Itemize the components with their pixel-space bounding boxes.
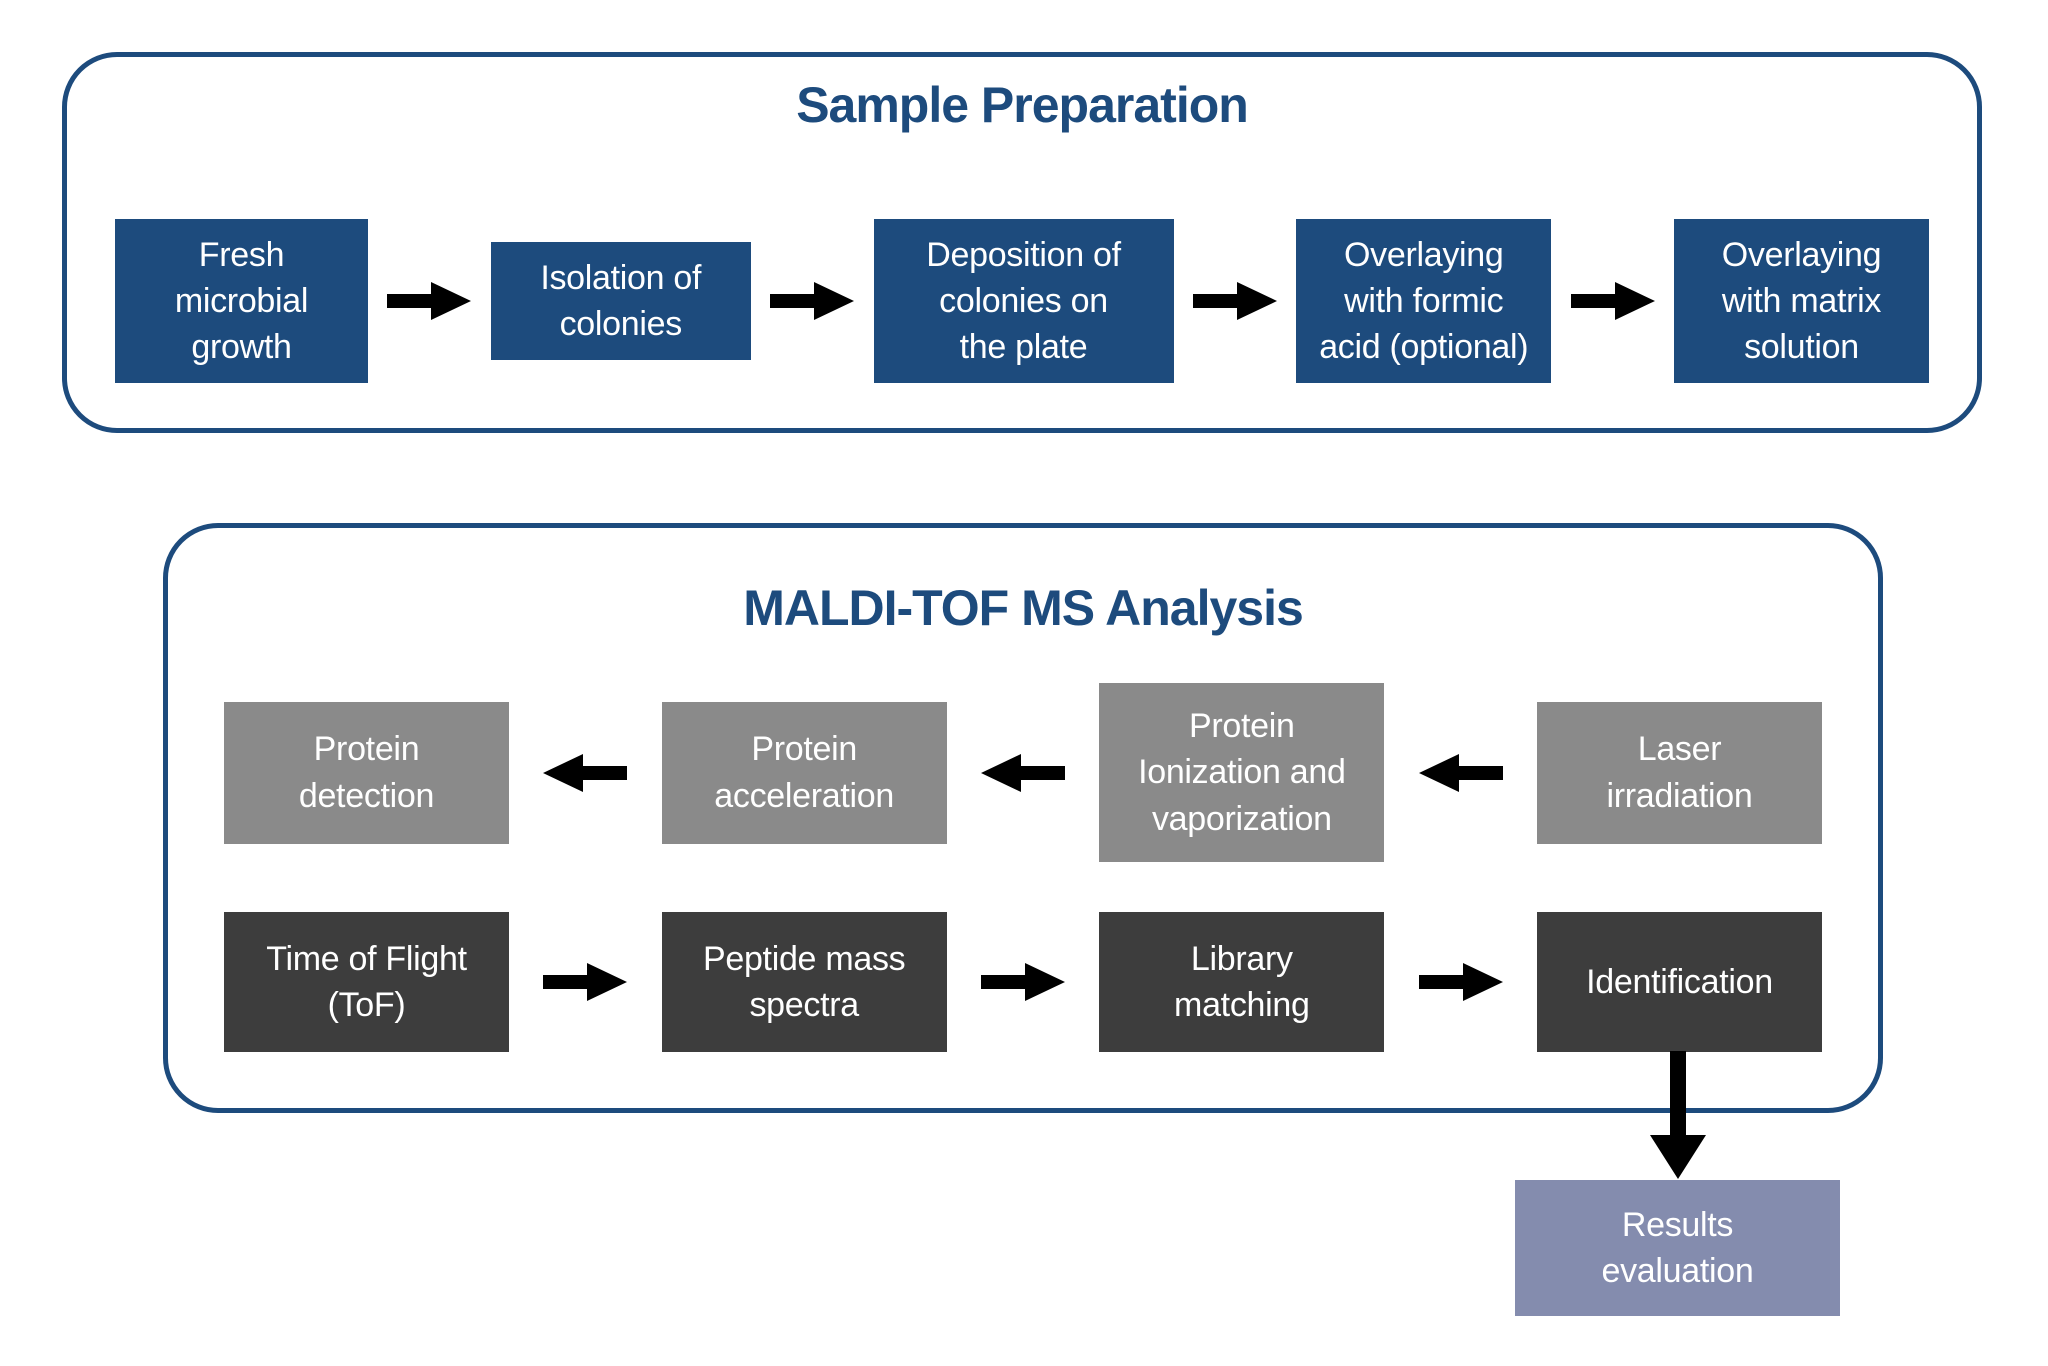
step-label: Overlaying with matrix solution — [1721, 235, 1882, 367]
sample-preparation-flow: Fresh microbial growth Isolation of colo… — [67, 219, 1977, 383]
arrow-left-icon — [1418, 753, 1503, 792]
sample-preparation-title: Sample Preparation — [796, 77, 1249, 133]
arrow-right-icon — [980, 963, 1065, 1001]
step-identification: Identification — [1537, 912, 1822, 1052]
step-label: Protein detection — [298, 730, 435, 815]
step-laser-irradiation: Laser irradiation — [1537, 701, 1822, 844]
maldi-tof-ms-analysis-flow: Protein detection Protein acceleration P… — [168, 683, 1878, 1052]
step-label: Time of Flight (ToF) — [266, 939, 467, 1024]
step-label: Identification — [1586, 962, 1773, 1001]
step-overlaying-formic-acid: Overlaying with formic acid (optional) — [1296, 219, 1552, 383]
step-label: Protein Ionization and vaporization — [1138, 707, 1346, 838]
step-protein-ionization-vaporization: Protein Ionization and vaporization — [1099, 683, 1385, 862]
maldi-tof-ms-analysis-title: MALDI-TOF MS Analysis — [743, 580, 1304, 636]
step-fresh-microbial-growth: Fresh microbial growth — [115, 219, 368, 383]
arrow-right-icon — [1192, 282, 1277, 320]
step-label: Fresh microbial growth — [174, 235, 309, 367]
arrow-right-icon — [543, 963, 628, 1001]
step-peptide-mass-spectra: Peptide mass spectra — [661, 912, 947, 1052]
step-label: Deposition of colonies on the plate — [926, 235, 1121, 367]
step-deposition-of-colonies: Deposition of colonies on the plate — [873, 219, 1174, 383]
step-protein-acceleration: Protein acceleration — [661, 701, 947, 844]
arrow-right-icon — [387, 282, 472, 320]
step-label: Peptide mass spectra — [702, 939, 906, 1024]
step-label: Overlaying with formic acid (optional) — [1319, 235, 1529, 367]
arrow-right-icon — [1418, 963, 1503, 1001]
arrow-right-icon — [770, 282, 855, 320]
arrow-down-icon — [1650, 1051, 1706, 1179]
flow-arrow-cell — [509, 960, 662, 1004]
step-label: Library matching — [1174, 939, 1310, 1024]
step-protein-detection: Protein detection — [224, 701, 509, 844]
maldi-tof-ms-analysis-panel: MALDI-TOF MS Analysis Protein detection … — [163, 523, 1883, 1113]
flow-arrow-cell — [1384, 751, 1537, 795]
sample-preparation-panel: Sample Preparation Fresh microbial growt… — [62, 52, 1982, 433]
step-label: Isolation of colonies — [540, 258, 702, 343]
step-label: Protein acceleration — [714, 730, 895, 815]
step-library-matching: Library matching — [1099, 912, 1385, 1052]
flow-arrow-cell — [509, 751, 662, 795]
flow-arrow-cell — [947, 751, 1100, 795]
step-overlaying-matrix-solution: Overlaying with matrix solution — [1674, 219, 1929, 383]
arrow-right-icon — [1570, 282, 1655, 320]
step-isolation-of-colonies: Isolation of colonies — [490, 242, 751, 360]
step-label: Laser irradiation — [1606, 730, 1753, 815]
flow-arrow-cell — [947, 960, 1100, 1004]
step-label: Results evaluation — [1601, 1205, 1754, 1290]
arrow-left-icon — [980, 753, 1065, 792]
step-results-evaluation: Results evaluation — [1515, 1180, 1840, 1316]
flow-arrow-cell — [1384, 960, 1537, 1004]
arrow-left-icon — [543, 753, 628, 792]
step-time-of-flight: Time of Flight (ToF) — [224, 912, 509, 1052]
